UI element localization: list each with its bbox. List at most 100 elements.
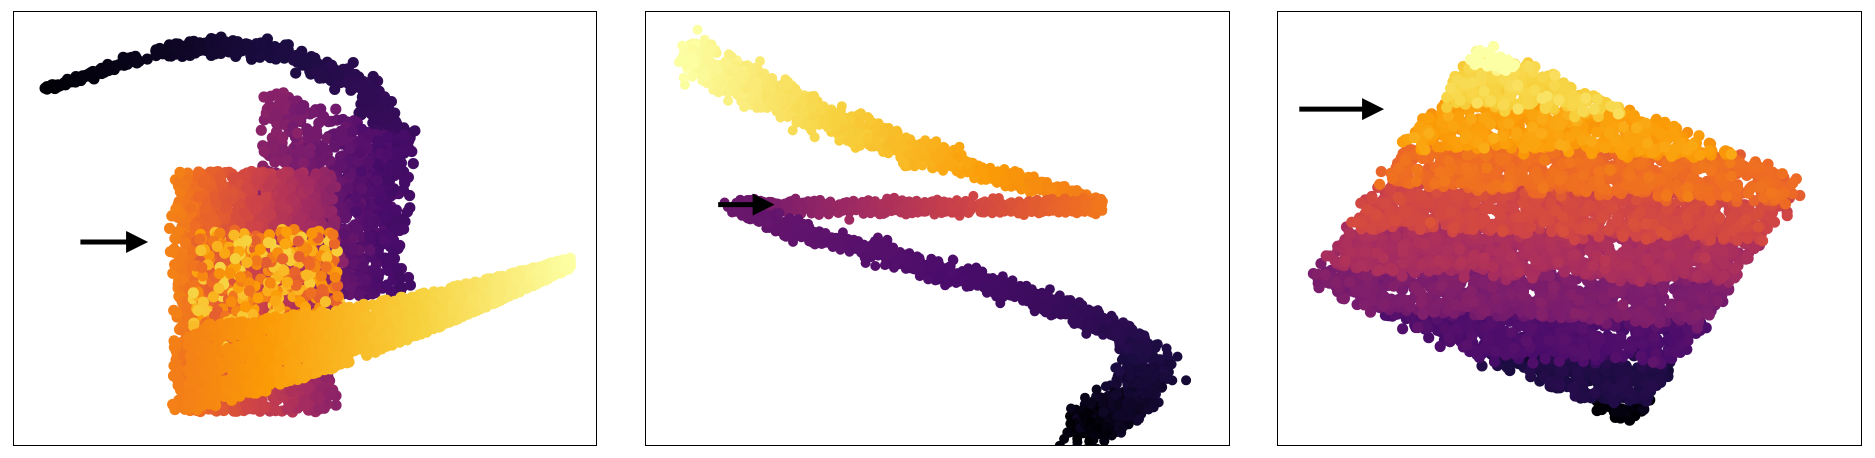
scatter-point [371,158,384,170]
scatter-point [306,227,318,239]
scatter-point [361,77,373,89]
scatter-point [319,143,331,155]
scatter-point [338,228,350,240]
scatter-point [295,104,307,116]
scatter-point [398,129,410,141]
scatter-point [357,261,369,273]
scatter-point [372,185,384,197]
scatter-point [378,234,390,246]
scatter-point [259,191,272,203]
scatter-point [364,231,376,243]
scatter-point [330,103,342,115]
scatter-point [117,57,129,69]
scatter-point [344,143,356,155]
scatter-point [346,281,358,293]
scatter-point [373,267,385,279]
scatter-point [407,158,419,170]
scatter-points [39,31,577,418]
scatter-point [334,69,346,81]
scatter-point [294,144,306,156]
scatter-point [353,289,365,301]
scatter-point [171,308,183,320]
scatter-point [352,155,364,167]
scatter-point [390,146,402,158]
scatter-point [102,61,114,73]
scatter-point [352,223,364,235]
scatter-point [224,267,236,279]
scatter-point [278,264,290,276]
scatter-point [46,81,58,93]
scatter-point [265,208,277,220]
scatter-point [164,222,176,234]
scatter-point [355,165,367,177]
scatter-point [234,271,246,283]
scatter-point [327,229,339,241]
scatter-point [195,44,207,56]
scatter-point [354,146,366,158]
scatter-point [381,279,393,291]
scatter-point [313,117,325,129]
scatter-point [316,284,328,296]
scatter-point [380,211,392,223]
scatter-point [363,155,375,167]
scatter-point [356,134,368,146]
scatter-point [250,38,262,50]
scatter-point [395,157,407,169]
scatter-point [277,185,289,197]
scatter-point [85,71,97,83]
scatter-point [329,271,341,283]
scatter-point [228,229,240,241]
scatter-point [356,123,368,135]
scatter-point [277,253,289,265]
scatter-point [319,296,332,308]
scatter-point [341,134,353,146]
scatter-point [381,131,393,143]
scatter-point [291,54,303,66]
scatter-point [239,207,251,219]
scatter-point [269,109,281,121]
scatter-point [276,132,288,144]
scatter-point [194,233,206,245]
scatter-point [228,172,240,184]
scatter-point [211,240,223,252]
scatter-point [263,180,275,192]
scatter-point [320,261,332,273]
scatter-point [270,405,282,417]
scatter-point [279,238,291,250]
scatter-point [77,70,89,82]
scatter-point [184,49,196,62]
scatter-point [170,38,182,50]
scatter-point [210,197,222,209]
scatter-point [192,191,204,203]
scatter-point [252,220,264,232]
scatter-point [281,276,293,288]
scatter-point [197,177,209,189]
scatter-point [292,235,304,247]
scatter-point [347,126,359,138]
scatter-point [384,114,396,126]
scatter-point [170,203,182,215]
scatter-point [207,291,219,303]
scatter-point [290,67,302,79]
scatter-point [239,301,252,313]
scatter-point [289,195,301,207]
scatter-point [330,399,342,411]
scatter-point [281,403,293,415]
scatter-point [240,235,253,247]
scatter-point [313,393,325,405]
scatter-point [307,106,319,118]
scatter-point [352,81,364,93]
scatter-point [65,75,77,87]
scatter-point [362,95,374,107]
scatter-point [319,175,331,187]
scatter-point [347,242,360,254]
scatter-point [392,167,404,179]
scatter-point [305,287,317,299]
scatter-point [192,304,204,316]
scatter-point [334,200,346,212]
scatter-point [372,135,384,147]
scatter-point [169,259,181,271]
scatter-point [320,71,332,83]
scatter-plot-1 [39,31,577,418]
scatter-point [278,43,290,56]
